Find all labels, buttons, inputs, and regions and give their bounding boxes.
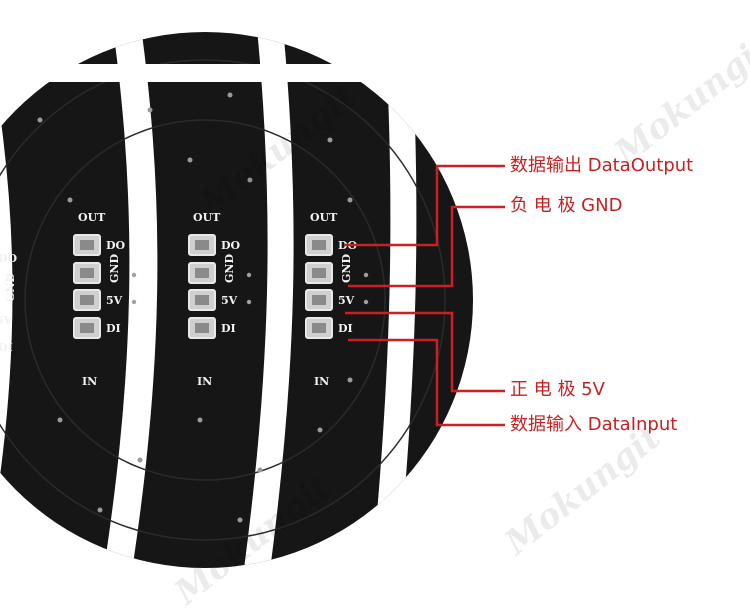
pcb-photo: OUT DO GND 5V DI IN OUT DO GND 5V DI IN OUT DO GND 5V DI…	[0, 32, 750, 568]
pin-label: GND	[223, 254, 236, 283]
pin-label: DI	[106, 322, 121, 335]
solder-via	[246, 299, 252, 305]
pin-label: GND	[340, 254, 353, 283]
pin-label: 5V	[221, 294, 238, 307]
vias	[37, 92, 353, 523]
callout-line-gnd	[348, 205, 505, 288]
led-pad-inner	[195, 268, 209, 278]
led-pad-inner	[80, 295, 94, 305]
pin-label: DI	[338, 322, 353, 335]
edge-pin-labels: DO GND 5V DI	[0, 252, 18, 354]
edge-pin-label: DI	[0, 341, 13, 354]
callout-line-datainput	[348, 338, 505, 427]
module-out-label: OUT	[310, 211, 338, 224]
pin-label: 5V	[106, 294, 123, 307]
module-in-label: IN	[82, 375, 97, 388]
pin-label: DI	[221, 322, 236, 335]
pin-label: GND	[108, 254, 121, 283]
module-in-label: IN	[314, 375, 329, 388]
edge-pin-label: GND	[4, 273, 17, 302]
led-modules: OUTDOGND5VDIINOUTDOGND5VDIINOUTDOGND5VDI…	[73, 211, 369, 388]
callout-line-dataoutput	[345, 164, 505, 247]
module-out-label: OUT	[193, 211, 221, 224]
led-pad-inner	[195, 240, 209, 250]
led-pad-inner	[80, 268, 94, 278]
callout-5v: 正 电 极 5V	[510, 379, 605, 400]
led-module: OUT DO GND 5V DI IN	[188, 211, 252, 388]
led-pad-inner	[312, 268, 326, 278]
pin-label: DO	[221, 239, 241, 252]
callout-gnd: 负 电 极 GND	[510, 195, 623, 216]
solder-via	[131, 272, 137, 278]
callout-data-input: 数据输入 DataInput	[510, 414, 678, 435]
solder-via	[363, 299, 369, 305]
led-pad-inner	[312, 323, 326, 333]
led-pad-inner	[80, 323, 94, 333]
pin-label: 5V	[338, 294, 355, 307]
module-in-label: IN	[197, 375, 212, 388]
led-pad-inner	[195, 323, 209, 333]
light-band	[0, 64, 750, 82]
led-pad-inner	[80, 240, 94, 250]
callout-lines	[345, 164, 505, 427]
circular-led-board	[0, 32, 473, 568]
callout-line-5v	[345, 311, 505, 393]
led-module: OUT DO GND 5V DI IN	[73, 211, 137, 388]
led-pad-inner	[312, 240, 326, 250]
callout-data-output: 数据输出 DataOutput	[510, 155, 694, 176]
led-pad-inner	[195, 295, 209, 305]
edge-pin-label: DO	[0, 252, 18, 265]
solder-via	[131, 299, 137, 305]
solder-via	[246, 272, 252, 278]
edge-pin-label: 5V	[0, 314, 13, 327]
module-out-label: OUT	[78, 211, 106, 224]
pin-label: DO	[106, 239, 126, 252]
solder-via	[363, 272, 369, 278]
led-pad-inner	[312, 295, 326, 305]
